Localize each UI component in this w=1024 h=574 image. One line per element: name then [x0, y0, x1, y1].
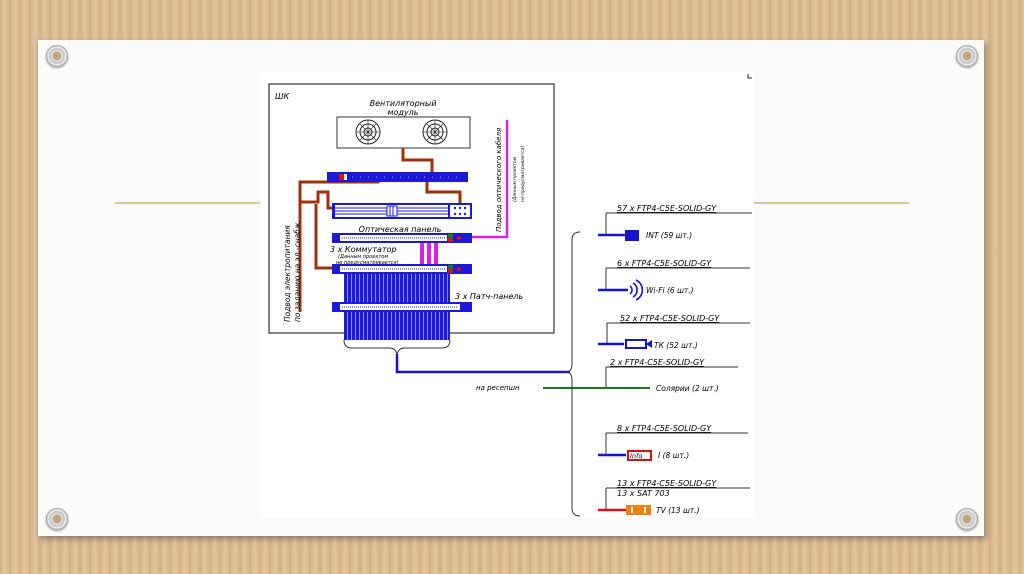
outlet-label: TV (13 шт.)	[656, 506, 700, 515]
cable-spec: 52 х FTP4-C5E-SOLID-GY	[620, 314, 720, 323]
switch-label: 3 х Коммутатор	[330, 245, 396, 254]
outlet-label: INT (59 шт.)	[646, 231, 692, 240]
info-badge: Info	[630, 452, 642, 460]
grommet-bottom-right	[956, 508, 978, 530]
cable-spec: 13 х FTP4-C5E-SOLID-GY	[617, 479, 717, 488]
outlet-label: Солярии (2 шт.)	[656, 384, 719, 393]
power-feed-label-1: Подвод электропитания	[283, 225, 292, 322]
outlet-label: Wi-Fi (6 шт.)	[646, 286, 694, 295]
grommet-bottom-left	[46, 508, 68, 530]
cable-spec: 57 х FTP4-C5E-SOLID-GY	[617, 204, 717, 213]
cabinet-label: ШК	[275, 92, 290, 101]
power-strip	[327, 172, 468, 182]
tv-socket-icon	[626, 505, 651, 515]
switch-note-2: не предусматривается)	[336, 260, 399, 266]
cable-spec: 2 х FTP4-C5E-SOLID-GY	[610, 358, 705, 367]
cable-spec: 8 х FTP4-C5E-SOLID-GY	[617, 424, 712, 433]
outlet-info: 8 х FTP4-C5E-SOLID-GY Info I (8 шт.)	[598, 424, 748, 461]
accent-line-left	[115, 202, 260, 204]
optical-panel-label: Оптическая панель	[359, 225, 442, 234]
outlet-label: ТК (52 шт.)	[654, 341, 698, 350]
cable-spec: 6 х FTP4-C5E-SOLID-GY	[617, 259, 712, 268]
fan-module	[336, 116, 471, 149]
trunk-cable	[395, 354, 570, 374]
outlet-wifi: 6 х FTP4-C5E-SOLID-GY Wi-Fi (6 шт.)	[598, 259, 750, 301]
fan-icon	[355, 119, 381, 145]
fan-module-label-1: Вентиляторный	[370, 99, 437, 108]
grommet-top-left	[46, 45, 68, 67]
optic-feed-label-1: Подвод оптического кабеля	[495, 128, 503, 232]
distribution-brace	[565, 231, 581, 517]
switch-unit	[332, 203, 472, 219]
power-feed-label-2: по заданию на эл.-снабж.	[293, 220, 302, 322]
optical-patch-cords	[420, 243, 438, 265]
optic-feed-label-2: (Данным проектом	[512, 156, 518, 202]
fan-icon	[422, 119, 448, 145]
network-switch	[332, 264, 472, 274]
wifi-icon	[629, 279, 644, 301]
reception-label: на ресепшн	[476, 384, 520, 392]
outlet-int: 57 х FTP4-C5E-SOLID-GY INT (59 шт.)	[598, 204, 752, 241]
optical-cable	[468, 120, 509, 239]
accent-line-right	[754, 202, 909, 204]
optic-feed-label-3: не предусматривается)	[520, 146, 526, 202]
outlet-label: I (8 шт.)	[658, 451, 689, 460]
fan-module-label-2: модуль	[387, 108, 418, 117]
outlet-tk: 52 х FTP4-C5E-SOLID-GY ТК (52 шт.)	[598, 314, 750, 350]
outlet-solarium: 2 х FTP4-C5E-SOLID-GY Солярии (2 шт.)	[605, 358, 738, 393]
outlet-tv: 13 х FTP4-C5E-SOLID-GY 13 х SAT 703 TV (…	[598, 479, 750, 515]
grommet-top-right	[956, 45, 978, 67]
patch-panel	[332, 302, 472, 312]
camera-icon	[625, 339, 652, 349]
corner-mark	[747, 74, 752, 79]
optical-panel	[332, 233, 472, 243]
switch-note-1: (Данным проектом	[338, 254, 388, 260]
network-socket-icon	[625, 230, 639, 241]
cable-spec-2: 13 х SAT 703	[617, 489, 670, 498]
patch-panel-label: 3 х Патч-панель	[455, 292, 524, 301]
network-diagram: ШК Вентиляторный модуль	[260, 72, 754, 518]
bundle-brace	[343, 339, 451, 356]
